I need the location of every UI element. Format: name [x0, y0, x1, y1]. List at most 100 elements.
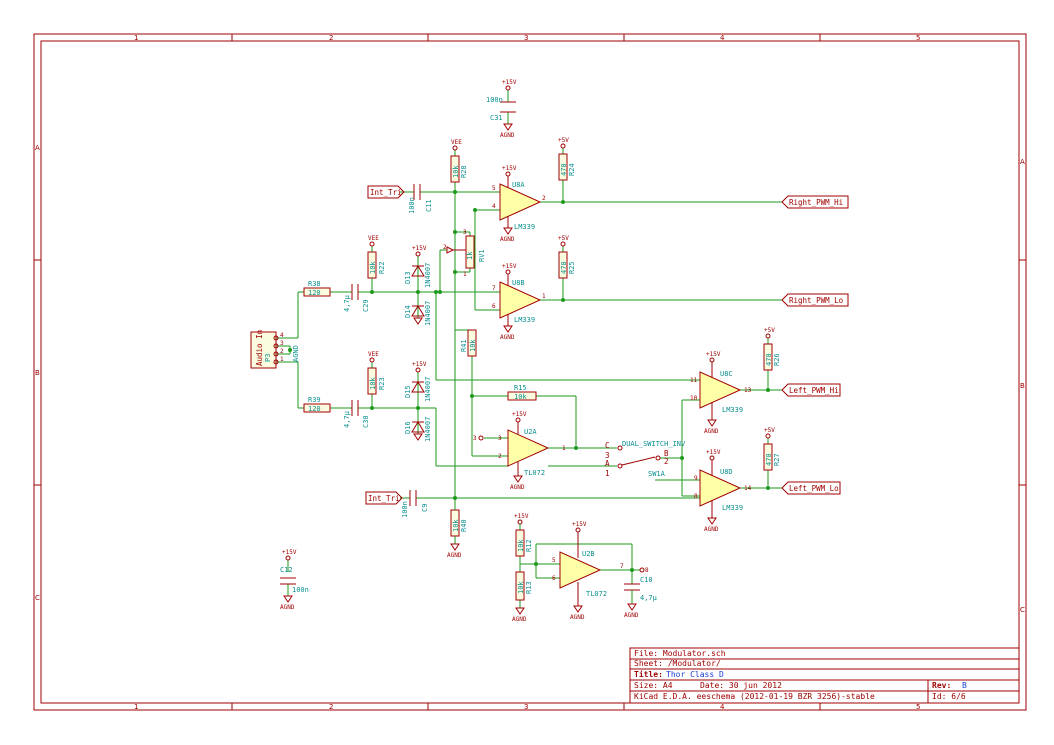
comparator-u8a[interactable]: U8A LM339 5 4 2 — [492, 176, 546, 231]
svg-text:R15: R15 — [514, 384, 527, 392]
int-tri-label-bottom[interactable]: Int_Tri — [365, 491, 403, 505]
svg-text:Int_Tri: Int_Tri — [368, 494, 400, 503]
resistor-r15[interactable]: R15 10k — [507, 384, 537, 401]
resistor-r23[interactable]: 10k R23 — [367, 362, 386, 395]
tb-title: Thor Class D — [666, 670, 724, 679]
svg-text:3: 3 — [498, 435, 502, 442]
tb-id: Id: 6/6 — [932, 692, 966, 701]
svg-text:4: 4 — [280, 332, 284, 339]
svg-text:C11: C11 — [425, 199, 433, 212]
tb-tool: KiCad E.D.A. eeschema (2012-01-19 BZR 32… — [634, 692, 875, 701]
col-label-3-bottom: 3 — [524, 703, 528, 711]
left-pwm-lo-label[interactable]: Left_PWM_Lo — [781, 481, 841, 495]
svg-text:D14: D14 — [404, 305, 412, 318]
capacitor-c10[interactable]: C10 4,7µ — [624, 570, 658, 604]
opamp-u2b[interactable]: U2B TL072 5 6 7 — [552, 532, 624, 606]
svg-text:AGND: AGND — [292, 345, 300, 362]
col-label-4-bottom: 4 — [720, 703, 725, 711]
comparator-u8d[interactable]: U8D LM339 9 8 14 — [694, 460, 752, 518]
int-tri-label-top[interactable]: Int_Tri — [367, 185, 405, 199]
svg-text:10k: 10k — [452, 165, 460, 178]
resistor-r38[interactable]: R38 120 — [303, 280, 331, 297]
svg-text:3: 3 — [280, 340, 284, 347]
diode-d15[interactable]: D15 1N4007 — [404, 372, 432, 402]
svg-text:7: 7 — [620, 563, 624, 570]
row-label-b-right: B — [1020, 382, 1025, 390]
dual-switch-sw1a[interactable]: C 3 A 1 B 2 DUAL_SWITCH_INV SW1A — [605, 440, 686, 478]
wires — [276, 90, 782, 608]
svg-text:5: 5 — [492, 185, 496, 192]
row-label-a-right: A — [1020, 158, 1025, 166]
svg-text:LM339: LM339 — [722, 406, 743, 414]
svg-text:+15V: +15V — [412, 245, 427, 252]
drawing-frame: 1 2 3 4 5 1 2 3 4 5 A B C A B C — [33, 33, 1027, 711]
svg-text:2: 2 — [280, 348, 284, 355]
svg-text:R12: R12 — [525, 539, 533, 552]
potentiometer-rv1[interactable]: 2 1k RV1 3 1 — [443, 229, 486, 278]
svg-text:TL072: TL072 — [586, 590, 607, 598]
capacitor-c31[interactable]: 100n C31 — [486, 96, 516, 122]
capacitor-c29[interactable]: 4,7µ C29 — [343, 284, 370, 312]
resistor-r25[interactable]: 470 R25 — [558, 246, 576, 279]
svg-text:+5V: +5V — [764, 327, 775, 334]
resistor-r24[interactable]: 470 R24 — [558, 148, 576, 181]
svg-text:VEE: VEE — [368, 235, 379, 242]
right-pwm-lo-label[interactable]: Right_PWM_Lo — [781, 293, 849, 307]
tb-title-label: Title: — [634, 669, 663, 679]
svg-text:AGND: AGND — [512, 616, 527, 623]
svg-text:AGND: AGND — [624, 612, 639, 619]
tb-rev: B — [962, 681, 967, 690]
svg-text:R28: R28 — [460, 165, 468, 178]
comparator-u8b[interactable]: U8B LM339 7 6 1 — [492, 274, 546, 326]
resistor-r27[interactable]: 470 R27 — [763, 438, 781, 471]
diode-d13[interactable]: D13 1N4007 — [404, 256, 432, 288]
left-pwm-hi-label[interactable]: Left_PWM_Hi — [781, 383, 841, 397]
svg-text:SW1A: SW1A — [648, 470, 666, 478]
svg-text:RV1: RV1 — [478, 249, 486, 262]
diode-d16[interactable]: D16 1N4007 — [404, 417, 432, 442]
capacitor-c9[interactable]: 100n C9 — [401, 490, 429, 518]
svg-text:Left_PWM_Hi: Left_PWM_Hi — [789, 386, 839, 395]
col-label-1-bottom: 1 — [134, 703, 138, 711]
svg-text:LM339: LM339 — [514, 223, 535, 231]
resistor-r12[interactable]: 10k R12 — [515, 524, 533, 557]
row-label-c-right: C — [1020, 606, 1025, 614]
tb-file: File: Modulator.sch — [634, 649, 726, 658]
svg-text:U8C: U8C — [720, 370, 733, 378]
svg-text:470: 470 — [560, 163, 568, 176]
capacitor-c12[interactable]: C12 100n — [280, 566, 309, 594]
u2b-output-terminal — [639, 567, 645, 573]
resistor-r28[interactable]: 10k R28 — [450, 150, 468, 183]
diode-d14[interactable]: D14 1N4007 — [404, 301, 432, 326]
svg-text:R22: R22 — [378, 261, 386, 274]
resistor-r26[interactable]: 470 R26 — [763, 338, 781, 371]
svg-text:AGND: AGND — [280, 604, 295, 611]
svg-text:C29: C29 — [362, 299, 370, 312]
capacitor-c30[interactable]: 4,7µ C30 — [343, 400, 370, 428]
resistor-r39[interactable]: R39 120 — [303, 396, 331, 413]
svg-text:Int_Tri: Int_Tri — [370, 188, 402, 197]
svg-text:+15V: +15V — [412, 361, 427, 368]
resistor-r22[interactable]: 10k R22 — [367, 246, 386, 279]
svg-text:R38: R38 — [308, 280, 321, 288]
svg-text:3: 3 — [473, 435, 477, 442]
svg-text:10k: 10k — [469, 339, 477, 352]
svg-text:Right_PWM_Lo: Right_PWM_Lo — [789, 296, 844, 305]
svg-text:AGND: AGND — [500, 132, 515, 139]
svg-text:4,7µ: 4,7µ — [343, 294, 351, 312]
comparator-u8c[interactable]: U8C LM339 11 10 13 — [690, 362, 752, 420]
title-block: File: Modulator.sch Sheet: /Modulator/ T… — [629, 647, 1020, 704]
svg-text:8: 8 — [694, 493, 698, 500]
opamp-u2a[interactable]: U2A TL072 3 2 1 3 — [473, 422, 566, 477]
svg-text:DUAL_SWITCH_INV: DUAL_SWITCH_INV — [622, 440, 686, 448]
svg-text:1: 1 — [605, 469, 610, 478]
resistor-r41[interactable]: 10k R41 — [460, 329, 477, 357]
svg-text:+15V: +15V — [502, 165, 517, 172]
svg-text:R27: R27 — [773, 453, 781, 466]
right-pwm-hi-label[interactable]: Right_PWM_Hi — [781, 195, 849, 209]
capacitor-c11[interactable]: 100n C11 — [408, 184, 433, 214]
audio-in-connector[interactable]: Audio In 4 3 2 1 P3 AGND — [250, 330, 300, 369]
resistor-r13[interactable]: 10k R13 — [515, 571, 533, 601]
svg-text:A: A — [605, 459, 610, 468]
resistor-r40[interactable]: 10k R40 — [450, 502, 468, 544]
